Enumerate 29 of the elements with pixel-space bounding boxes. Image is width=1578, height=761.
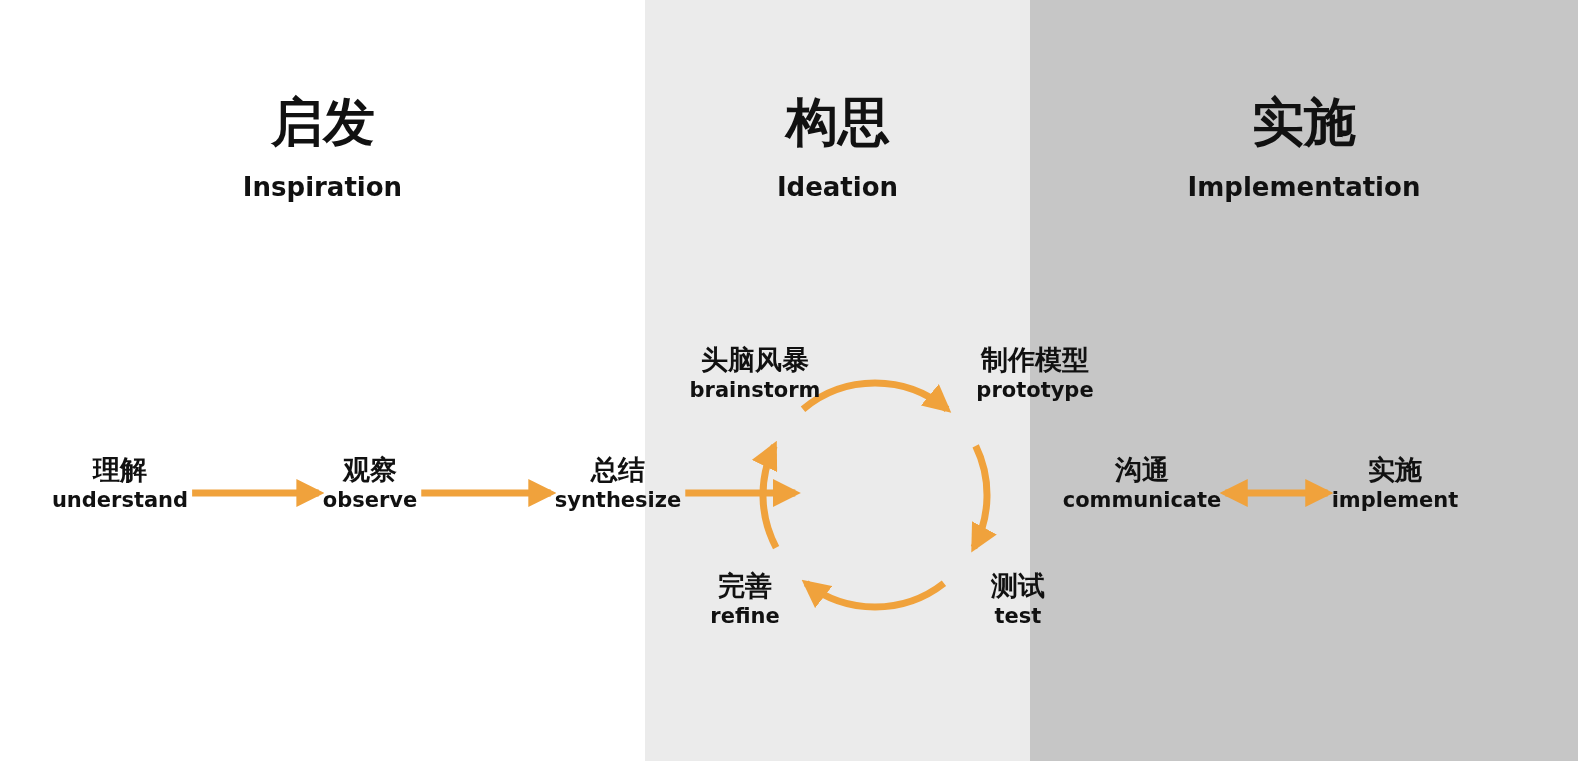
stage-subtitle: Inspiration xyxy=(242,172,403,202)
stage-subtitle: Implementation xyxy=(1187,172,1421,202)
step-label-english: communicate xyxy=(1062,488,1222,512)
arrow xyxy=(1219,479,1334,507)
step-label: 沟通 xyxy=(1115,453,1169,487)
step-label: 理解 xyxy=(93,453,147,487)
stage-subtitle: Ideation xyxy=(776,172,899,202)
step-label-english: brainstorm xyxy=(689,378,821,402)
arrow xyxy=(801,580,946,611)
step-label: 实施 xyxy=(1368,453,1422,487)
arrow xyxy=(970,444,996,553)
arrow xyxy=(752,440,780,550)
step-label: 完善 xyxy=(718,569,772,603)
step-label-english: implement xyxy=(1331,488,1459,512)
step-label: 观察 xyxy=(343,453,397,487)
arrow xyxy=(800,379,952,413)
step-label-english: synthesize xyxy=(554,488,682,512)
step-label-english: prototype xyxy=(976,378,1094,402)
step-label-english: understand xyxy=(51,488,189,512)
step-label: 制作模型 xyxy=(981,343,1089,377)
step-label-english: test xyxy=(994,604,1042,628)
stage-title: 实施 xyxy=(1252,92,1356,152)
stage-title: 构思 xyxy=(785,92,890,152)
step-label: 头脑风暴 xyxy=(701,343,809,377)
step-label: 总结 xyxy=(591,453,645,487)
stage-title: 启发 xyxy=(270,92,375,152)
step-label-english: refine xyxy=(710,604,780,628)
step-label: 测试 xyxy=(991,569,1045,603)
step-label-english: observe xyxy=(322,488,418,512)
